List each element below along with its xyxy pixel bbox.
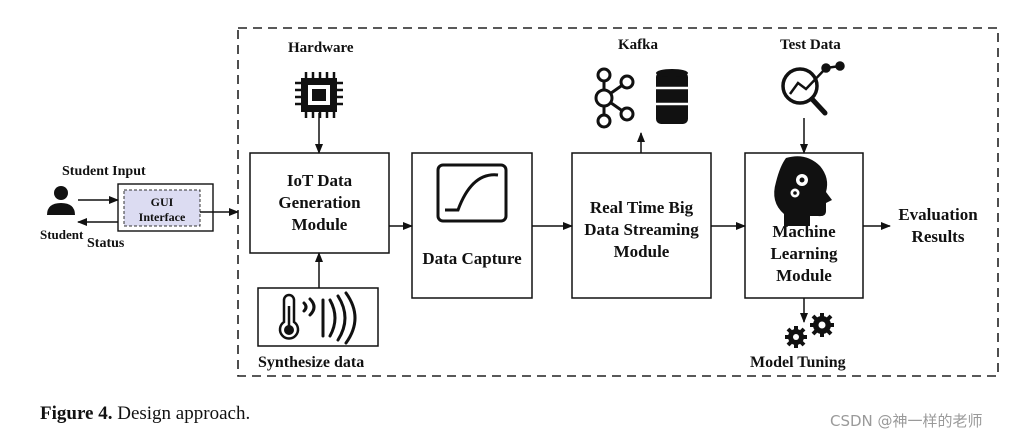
ml-module-line3: Module [776,266,832,285]
streaming-module-label: Real Time Big Data Streaming Module [572,197,711,263]
hardware-label: Hardware [288,40,354,56]
student-input-label: Student Input [62,164,146,179]
iot-module-line1: IoT Data [286,171,353,190]
head-gears-icon [774,156,832,226]
iot-module-line3: Module [291,215,348,234]
kafka-icon [594,67,635,129]
status-label: Status [87,236,125,251]
evaluation-line1: Evaluation [898,205,978,224]
figure-caption-label: Figure 4. [40,403,113,424]
database-icon [656,69,688,124]
evaluation-line2: Results [911,227,965,246]
signal-waves-icon [302,291,357,345]
hardware-chip-icon [295,72,343,118]
kafka-label: Kafka [618,37,659,53]
synthesize-label: Synthesize data [258,354,365,371]
thermometer-sensor-icon [278,293,300,340]
analytics-search-icon [781,61,845,116]
gui-inner-box [123,189,201,227]
synthesize-box [257,287,379,347]
ml-module-line2: Learning [770,244,838,263]
system-boundary [237,27,999,377]
gears-icon [785,313,834,348]
test-data-label: Test Data [780,37,841,53]
iot-module-line2: Generation [278,193,361,212]
gui-label-line1: GUI [150,195,174,209]
evaluation-results-label: Evaluation Results [888,204,988,248]
streaming-module-line2: Data Streaming [584,220,699,239]
data-capture-label: Data Capture [422,249,522,268]
csdn-watermark: CSDN @神一样的老师 [830,412,983,430]
streaming-module-line1: Real Time Big [589,198,694,217]
gui-label-line2: Interface [138,210,186,224]
iot-module-label: IoT Data Generation Module [250,170,389,236]
waveform-icon [436,163,508,223]
figure-caption: Figure 4. Design approach. [40,403,250,425]
student-label: Student [40,227,84,242]
ml-module-line1: Machine [772,222,836,241]
streaming-module-line3: Module [613,242,670,261]
ml-module-label: Machine Learning Module [745,221,863,287]
student-person-icon [47,186,75,215]
model-tuning-label: Model Tuning [750,354,846,371]
figure-caption-text: Design approach. [112,403,251,424]
